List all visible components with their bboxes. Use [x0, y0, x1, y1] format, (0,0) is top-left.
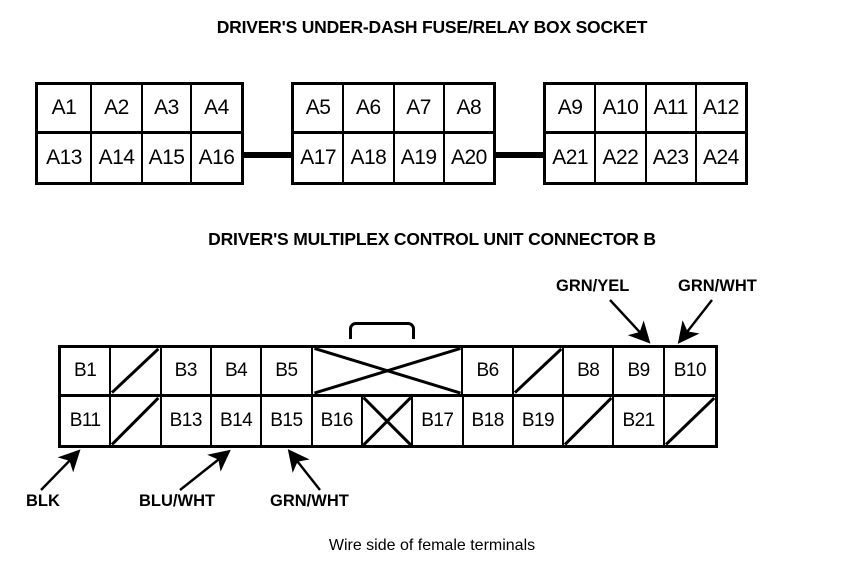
connector-b-top-row: B1 B3 B4 B5 B6 B8 B9 B10	[61, 348, 716, 397]
connector-b-bottom-row: B11 B13 B14 B15 B16 B17 B18 B19 B21	[61, 396, 716, 446]
terminal-A21[interactable]: A21	[546, 133, 597, 182]
connector-b-bottom-blank-12	[664, 396, 716, 446]
terminal-A10[interactable]: A10	[596, 85, 647, 131]
terminal-B5[interactable]: B5	[262, 348, 313, 394]
wire-label-blu-wht: BLU/WHT	[139, 492, 216, 510]
terminal-A13[interactable]: A13	[38, 133, 92, 182]
fuse-block-1-top-row: A1 A2 A3 A4	[38, 85, 241, 134]
terminal-A23[interactable]: A23	[646, 133, 697, 182]
terminal-label: B10	[673, 359, 707, 381]
terminal-B11[interactable]: B11	[61, 396, 112, 445]
diagonal-mark	[111, 348, 159, 394]
connector-locking-tab	[349, 322, 415, 339]
connector-b-top-blank-5	[312, 348, 464, 394]
block-link-bar-1	[243, 152, 293, 158]
terminal-label: B13	[169, 409, 203, 431]
diagonal-mark	[665, 397, 715, 446]
connector-b-top-blank-7	[513, 348, 565, 394]
wire-label-blk: BLK	[26, 492, 60, 510]
terminal-B17[interactable]: B17	[413, 396, 464, 445]
terminal-A20[interactable]: A20	[444, 133, 493, 182]
wire-label-grn-wht-bottom: GRN/WHT	[270, 492, 349, 510]
terminal-B19[interactable]: B19	[513, 396, 565, 445]
fuse-block-2-top-row: A5 A6 A7 A8	[294, 85, 493, 134]
terminal-A5[interactable]: A5	[294, 85, 345, 131]
connector-b-bottom-blank-6	[362, 396, 414, 446]
fuse-block-1: A1 A2 A3 A4 A13 A14 A15 A16	[35, 82, 244, 185]
terminal-label: B3	[174, 359, 198, 381]
terminal-A12[interactable]: A12	[696, 85, 745, 131]
terminal-label: B15	[270, 409, 303, 431]
terminal-B13[interactable]: B13	[161, 396, 212, 445]
fuse-block-3-bottom-row: A21 A22 A23 A24	[546, 133, 745, 182]
terminal-A2[interactable]: A2	[92, 85, 143, 131]
terminal-label: B6	[476, 359, 500, 381]
terminal-A14[interactable]: A14	[92, 133, 143, 182]
terminal-A22[interactable]: A22	[596, 133, 647, 182]
terminal-B4[interactable]: B4	[211, 348, 263, 394]
terminal-A24[interactable]: A24	[696, 133, 745, 182]
terminal-A8[interactable]: A8	[444, 85, 493, 131]
terminal-label: B16	[320, 409, 354, 431]
terminal-label: B21	[622, 409, 655, 431]
terminal-B3[interactable]: B3	[161, 348, 212, 394]
fuse-block-2: A5 A6 A7 A8 A17 A18 A19 A20	[291, 82, 496, 185]
fuse-block-3-top-row: A9 A10 A11 A12	[546, 85, 745, 134]
terminal-label: B5	[275, 359, 298, 381]
connector-b-bottom-blank-10	[564, 396, 615, 446]
terminal-A9[interactable]: A9	[546, 85, 597, 131]
terminal-label: B8	[577, 359, 600, 381]
connector-b-title: DRIVER'S MULTIPLEX CONTROL UNIT CONNECTO…	[208, 229, 656, 249]
terminal-B6[interactable]: B6	[463, 348, 514, 394]
terminal-A1[interactable]: A1	[38, 85, 92, 131]
terminal-B15[interactable]: B15	[262, 396, 313, 445]
connector-b-top-blank-1	[111, 348, 162, 394]
terminal-A15[interactable]: A15	[143, 133, 192, 182]
terminal-label: B4	[224, 359, 248, 381]
terminal-B10[interactable]: B10	[664, 348, 716, 394]
terminal-label: B17	[421, 409, 454, 431]
terminal-A17[interactable]: A17	[294, 133, 345, 182]
terminal-A4[interactable]: A4	[192, 85, 241, 131]
terminal-A18[interactable]: A18	[344, 133, 395, 182]
fuse-block-3: A9 A10 A11 A12 A21 A22 A23 A24	[543, 82, 748, 185]
terminal-B21[interactable]: B21	[614, 396, 665, 445]
block-link-bar-2	[495, 152, 545, 158]
wire-label-grn-wht-top: GRN/WHT	[678, 277, 757, 295]
fuse-block-1-bottom-row: A13 A14 A15 A16	[38, 133, 241, 182]
diagram-caption: Wire side of female terminals	[328, 537, 536, 554]
diagonal-mark	[111, 397, 159, 446]
terminal-label: B19	[521, 409, 555, 431]
terminal-B16[interactable]: B16	[312, 396, 363, 445]
terminal-label: B14	[219, 409, 253, 431]
terminal-A16[interactable]: A16	[192, 133, 241, 182]
connector-locking-tab-base	[352, 336, 412, 347]
terminal-A19[interactable]: A19	[394, 133, 445, 182]
terminal-B14[interactable]: B14	[211, 396, 263, 445]
terminal-label: B9	[627, 359, 650, 381]
terminal-A3[interactable]: A3	[143, 85, 192, 131]
connector-a-diagram: A1 A2 A3 A4 A13 A14 A15 A16 A5 A6 A7 A8 …	[0, 0, 864, 210]
cross-mark	[363, 397, 411, 446]
terminal-B18[interactable]: B18	[463, 396, 514, 445]
terminal-B8[interactable]: B8	[564, 348, 615, 394]
diagonal-mark	[564, 397, 612, 446]
connector-a-title: DRIVER'S UNDER-DASH FUSE/RELAY BOX SOCKE…	[216, 17, 648, 37]
cross-mark	[313, 348, 462, 394]
terminal-A7[interactable]: A7	[394, 85, 445, 131]
diagonal-mark	[514, 348, 562, 394]
terminal-A11[interactable]: A11	[646, 85, 697, 131]
fuse-block-2-bottom-row: A17 A18 A19 A20	[294, 133, 493, 182]
terminal-label: B1	[74, 359, 97, 381]
terminal-label: B18	[471, 409, 505, 431]
terminal-B9[interactable]: B9	[614, 348, 665, 394]
connector-b-bottom-blank-1	[111, 396, 162, 446]
terminal-B1[interactable]: B1	[61, 348, 112, 394]
terminal-label: B11	[69, 409, 101, 431]
terminal-A6[interactable]: A6	[344, 85, 395, 131]
wire-label-grn-yel: GRN/YEL	[556, 277, 630, 295]
